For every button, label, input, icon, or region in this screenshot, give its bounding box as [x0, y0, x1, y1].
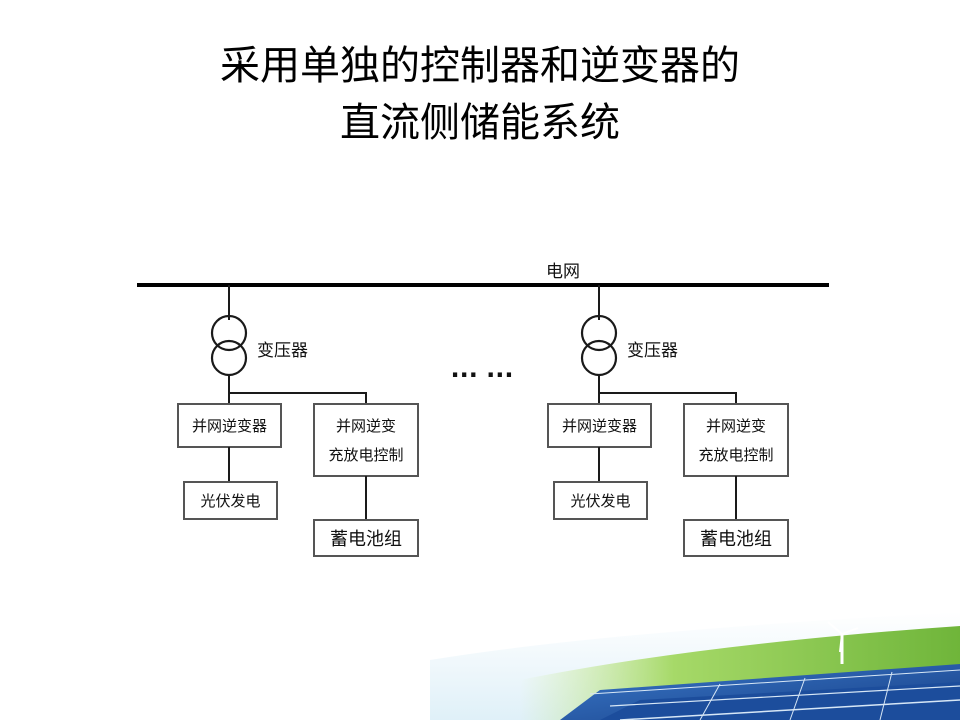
unit-1-pv-label: 光伏发电	[200, 492, 260, 510]
unit-2-battery-box	[683, 519, 789, 557]
unit-1-charge-controller-box	[313, 403, 419, 477]
unit-2-battery-label: 蓄电池组	[700, 529, 772, 550]
unit-2-charge-controller-line-2: 充放电控制	[698, 446, 773, 464]
unit-1-charge-controller-line-2: 充放电控制	[328, 446, 403, 464]
wind-turbine-icon	[827, 621, 859, 664]
unit-1-battery-label: 蓄电池组	[330, 529, 402, 550]
unit-2-charge-controller-line-1: 并网逆变	[706, 417, 766, 435]
unit-1-charge-controller-line-1: 并网逆变	[336, 417, 396, 435]
unit-2-pv-label: 光伏发电	[570, 492, 630, 510]
unit-1-battery-box	[313, 519, 419, 557]
page-title-line-1: 采用单独的控制器和逆变器的	[220, 43, 740, 89]
unit-1-inverter-label: 并网逆变器	[192, 417, 267, 435]
unit-1-wire-trafo-controller	[229, 392, 367, 404]
unit-2-inverter-box	[547, 403, 652, 448]
unit-2-charge-controller-box	[683, 403, 789, 477]
unit-2-inverter-label: 并网逆变器	[562, 417, 637, 435]
unit-1: 变压器 并网逆变器 并网逆变 充放电控制 光伏发电 蓄电池组	[177, 285, 419, 557]
unit-1-transformer-label: 变压器	[257, 341, 308, 361]
solar-banner	[430, 612, 960, 720]
unit-2-pv-box	[553, 481, 648, 520]
grid-label: 电网	[546, 262, 580, 282]
unit-1-transformer-icon	[210, 314, 248, 377]
unit-2: 变压器 并网逆变器 并网逆变 充放电控制 光伏发电 蓄电池组	[547, 285, 789, 557]
solar-panel-rows	[560, 664, 960, 720]
unit-2-wire-trafo-controller	[599, 392, 737, 404]
unit-1-pv-box	[183, 481, 278, 520]
unit-1-inverter-box	[177, 403, 282, 448]
page-title-line-2: 直流侧储能系统	[340, 100, 620, 146]
unit-2-transformer-label: 变压器	[627, 341, 678, 361]
more-units-ellipsis: ··· ···	[450, 361, 513, 389]
unit-2-transformer-icon	[580, 314, 618, 377]
